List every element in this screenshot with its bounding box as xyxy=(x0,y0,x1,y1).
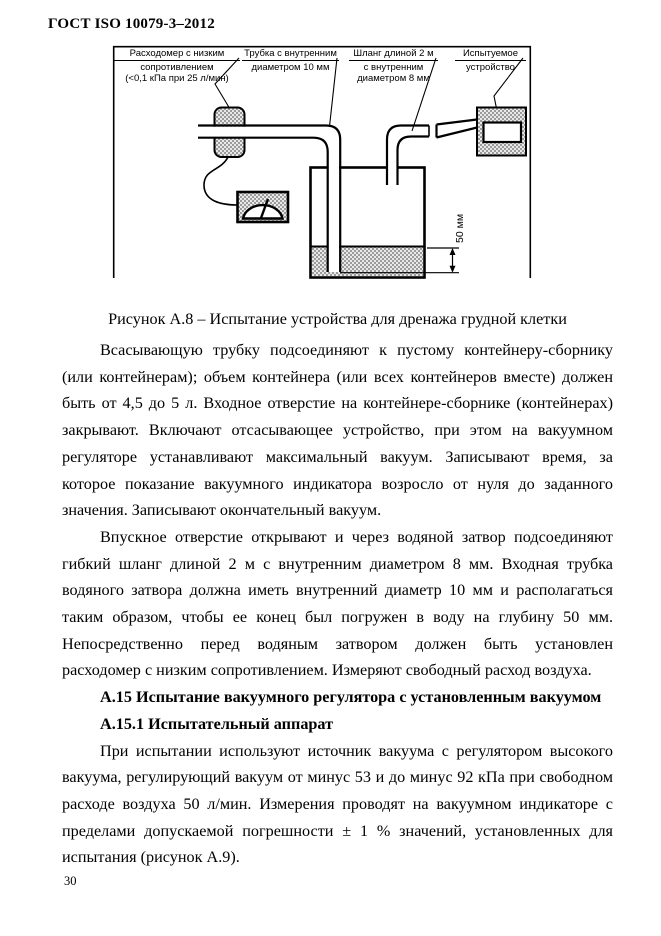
dim-arrow-down xyxy=(449,265,456,273)
label-tube-rest: диаметром 10 мм xyxy=(251,62,330,73)
paragraph-2: Впускное отверстие открывают и через вод… xyxy=(62,527,613,680)
label-hose-line1: Шланг длиной 2 м xyxy=(349,48,438,61)
device-window xyxy=(482,121,523,144)
tube2-interior xyxy=(388,140,397,185)
figure-caption: Рисунок А.8 – Испытание устройства для д… xyxy=(108,310,567,328)
leader-hose xyxy=(411,57,437,132)
page-number: 30 xyxy=(64,874,77,888)
tube1-interior-h xyxy=(198,126,334,138)
water-container xyxy=(309,166,426,279)
tube1-inner-wall xyxy=(198,136,329,272)
heading-a15-1: А.15.1 Испытательный аппарат xyxy=(100,714,334,733)
label-tube: Трубка с внутренним диаметром 10 мм xyxy=(242,48,339,73)
label-flowmeter-rest: сопротивлением (<0,1 кПа при 25 л/мин) xyxy=(125,62,229,84)
tube2-outer-wall xyxy=(385,124,429,185)
label-hose-rest: с внутренним диаметром 8 мм xyxy=(357,62,430,84)
label-flowmeter: Расходомер с низким сопротивлением (<0,1… xyxy=(114,48,240,84)
dim-label-50mm: 50 мм xyxy=(454,214,466,243)
heading-a15: А.15 Испытание вакуумного регулятора с у… xyxy=(100,688,602,707)
label-flowmeter-line1: Расходомер с низким xyxy=(114,48,240,61)
label-device-rest: устройство xyxy=(466,62,515,73)
gauge-wire xyxy=(203,156,238,206)
tube1-outer-wall xyxy=(198,124,342,272)
figure-a8: 50 мм Расходомер с низким сопротивлением… xyxy=(0,0,661,305)
paragraph-1: Всасывающую трубку подсоединяют к пустом… xyxy=(62,341,613,520)
figure-frame xyxy=(112,45,532,278)
tube1-interior-v xyxy=(328,139,340,272)
gauge-needle xyxy=(259,198,270,219)
body-text: Всасывающую трубку подсоединяют к пустом… xyxy=(62,337,613,871)
hose-segment xyxy=(435,118,478,139)
dim-arrow-up xyxy=(449,248,456,255)
document-header: ГОСТ ISO 10079-3–2012 xyxy=(48,16,215,32)
test-setup-diagram: 50 мм xyxy=(112,45,532,279)
leader-tube xyxy=(328,57,338,132)
paragraph-3: При испытании используют источник вакуум… xyxy=(62,741,613,867)
label-hose: Шланг длиной 2 м с внутренним диаметром … xyxy=(349,48,438,84)
tube2-inner-wall xyxy=(396,135,429,185)
label-device-line1: Испытуемое xyxy=(455,48,526,61)
label-tube-line1: Трубка с внутренним xyxy=(242,48,339,61)
label-device: Испытуемое устройство xyxy=(455,48,526,73)
leader-flowmeter xyxy=(214,57,240,110)
